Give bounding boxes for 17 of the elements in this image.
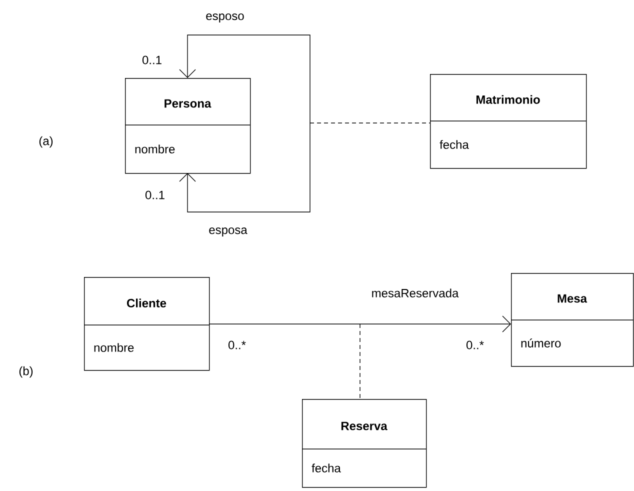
- role-name: esposo: [206, 14, 244, 22]
- class-box: Persona nombre: [124, 78, 251, 174]
- multiplicity: 0..1: [145, 190, 164, 200]
- class-box: Reserva fecha: [302, 399, 427, 488]
- association-line: [208, 316, 511, 332]
- association-line: [310, 122, 430, 124]
- multiplicity: 0..*: [466, 340, 484, 350]
- multiplicity: 0..1: [142, 56, 162, 64]
- class-box: Mesa número: [510, 273, 634, 367]
- association-name: mesaReservada: [370, 288, 460, 298]
- role-name: esposa: [209, 228, 248, 236]
- panel-label: (b): [19, 366, 33, 378]
- association-line: [179, 34, 310, 212]
- multiplicity: 0..*: [228, 340, 246, 350]
- class-box: Cliente nombre: [84, 277, 210, 371]
- class-box: Matrimonio fecha: [430, 74, 587, 169]
- panel-label: (a): [39, 136, 53, 148]
